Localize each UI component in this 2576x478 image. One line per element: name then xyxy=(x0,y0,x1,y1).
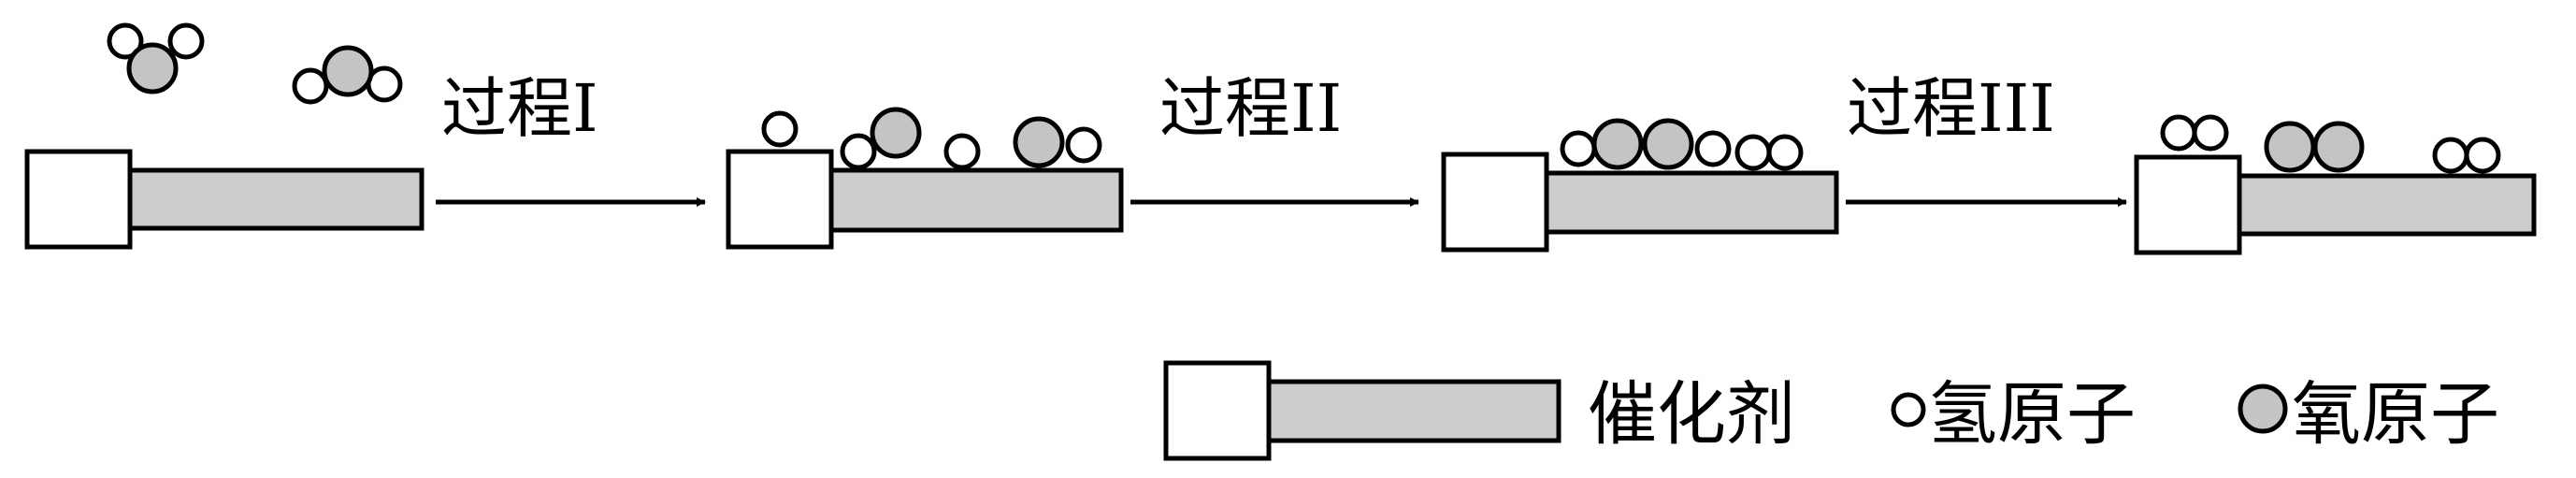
catalyst-block xyxy=(2134,154,2242,255)
catalyst xyxy=(726,149,1124,250)
oxygen-atom xyxy=(2312,121,2365,173)
hydrogen-atom xyxy=(943,133,981,170)
hydrogen-atom xyxy=(2464,137,2501,174)
legend-catalyst-label: 催化剂 xyxy=(1588,374,1795,455)
catalyst-bar xyxy=(1266,379,1561,443)
hydrogen-atom xyxy=(2432,137,2469,174)
hydrogen-atom xyxy=(1694,130,1732,167)
stage-2 xyxy=(726,107,1124,250)
process-label-2: 过程II xyxy=(1159,70,1342,147)
legend-catalyst-symbol xyxy=(1163,360,1561,461)
hydrogen-atom xyxy=(1734,134,1772,171)
legend-oxygen-icon xyxy=(2238,384,2288,434)
hydrogen-atom xyxy=(1065,126,1102,164)
hydrogen-atom xyxy=(1766,134,1804,171)
catalyst-bar xyxy=(2237,173,2537,237)
catalyst-bar xyxy=(127,167,425,231)
hydrogen-atom xyxy=(292,67,329,105)
oxygen-atom xyxy=(1591,118,1644,170)
hydrogen-atom xyxy=(167,22,205,60)
process-arrow-3: 过程III xyxy=(1846,70,2127,207)
stage-1 xyxy=(24,22,425,250)
catalyst-bar xyxy=(1544,170,1839,235)
oxygen-atom xyxy=(1642,118,1694,170)
catalyst xyxy=(24,149,425,250)
hydrogen-atom xyxy=(1560,130,1597,167)
hydrogen-atom xyxy=(761,110,799,148)
process-label-1: 过程I xyxy=(441,70,598,147)
process-arrow-2: 过程II xyxy=(1130,70,1419,207)
process-arrow-1: 过程I xyxy=(436,70,706,207)
stage-3 xyxy=(1441,118,1839,253)
hydrogen-atom xyxy=(2192,114,2229,152)
catalyst-block xyxy=(726,149,834,250)
water-molecule xyxy=(292,45,403,105)
legend: 催化剂 氢原子 氧原子 xyxy=(1163,360,2499,461)
catalyst-block xyxy=(1441,152,1549,253)
hydrogen-atom xyxy=(840,133,877,170)
oxygen-atom xyxy=(322,45,374,97)
catalyst-block xyxy=(24,149,133,250)
legend-hydrogen-icon xyxy=(1891,392,1926,427)
process-label-3: 过程III xyxy=(1847,70,2055,147)
catalyst xyxy=(1441,152,1839,253)
legend-oxygen-label: 氧原子 xyxy=(2292,374,2499,455)
stage-4 xyxy=(2134,114,2537,255)
oxygen-atom xyxy=(2264,121,2316,173)
hydrogen-atom xyxy=(107,22,144,60)
water-molecule xyxy=(107,22,205,94)
legend-hydrogen-label: 氢原子 xyxy=(1928,374,2136,455)
oxygen-atom xyxy=(126,42,179,94)
catalyst-bar xyxy=(828,167,1124,233)
catalyst xyxy=(2134,154,2537,255)
catalyst-block xyxy=(1163,360,1272,461)
oxygen-atom xyxy=(870,107,922,159)
hydrogen-atom xyxy=(2160,114,2197,152)
oxygen-atom xyxy=(1013,116,1065,168)
